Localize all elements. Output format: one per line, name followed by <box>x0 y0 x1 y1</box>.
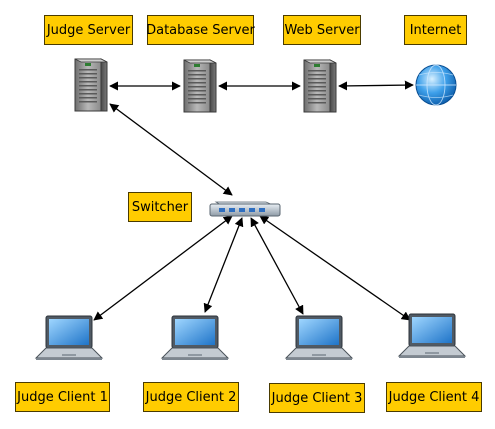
laptop-icon <box>398 313 466 359</box>
laptop-icon <box>35 315 103 361</box>
globe-icon <box>415 64 457 106</box>
laptop-icon <box>161 315 229 361</box>
server-icon <box>74 58 108 112</box>
link-switcher-client-4 <box>259 215 411 321</box>
laptop-icon <box>285 315 353 361</box>
link-switcher-client-1 <box>93 215 233 321</box>
link-judge-switcher <box>109 103 233 196</box>
link-switcher-client-2 <box>203 217 244 313</box>
judge-client-2-label: Judge Client 2 <box>143 382 239 412</box>
network-switch-icon <box>209 201 281 217</box>
judge-client-1-label: Judge Client 1 <box>15 382 110 412</box>
judge-client-4-label: Judge Client 4 <box>386 382 482 412</box>
link-web-internet <box>338 80 414 91</box>
server-icon <box>183 59 217 113</box>
server-icon <box>303 59 337 113</box>
database-server-label: Database Server <box>146 15 255 45</box>
link-switcher-client-3 <box>250 217 304 315</box>
internet-label: Internet <box>404 15 467 45</box>
switcher-label: Switcher <box>128 192 192 222</box>
judge-server-label: Judge Server <box>44 15 133 45</box>
judge-client-3-label: Judge Client 3 <box>269 383 365 413</box>
web-server-label: Web Server <box>283 15 361 45</box>
